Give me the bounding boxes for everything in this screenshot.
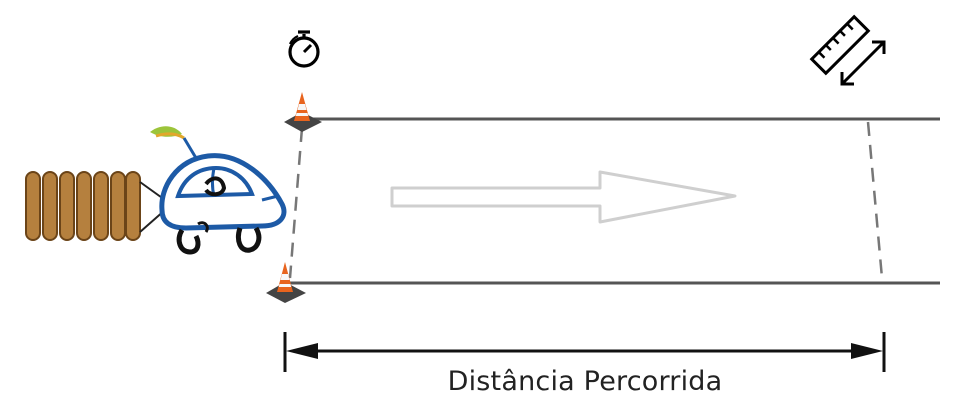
distance-label: Distância Percorrida xyxy=(447,366,723,397)
traffic-cone-icon xyxy=(266,262,306,303)
distance-dimension xyxy=(283,332,886,372)
direction-arrow xyxy=(390,170,737,224)
stopwatch-icon xyxy=(288,30,320,68)
traffic-cone-icon xyxy=(284,92,322,132)
wooden-drag-sled xyxy=(25,171,141,241)
ruler-icon xyxy=(809,14,886,86)
start-dashed-line xyxy=(288,127,304,279)
car-drawing xyxy=(150,126,287,255)
finish-dashed-line xyxy=(866,121,884,279)
